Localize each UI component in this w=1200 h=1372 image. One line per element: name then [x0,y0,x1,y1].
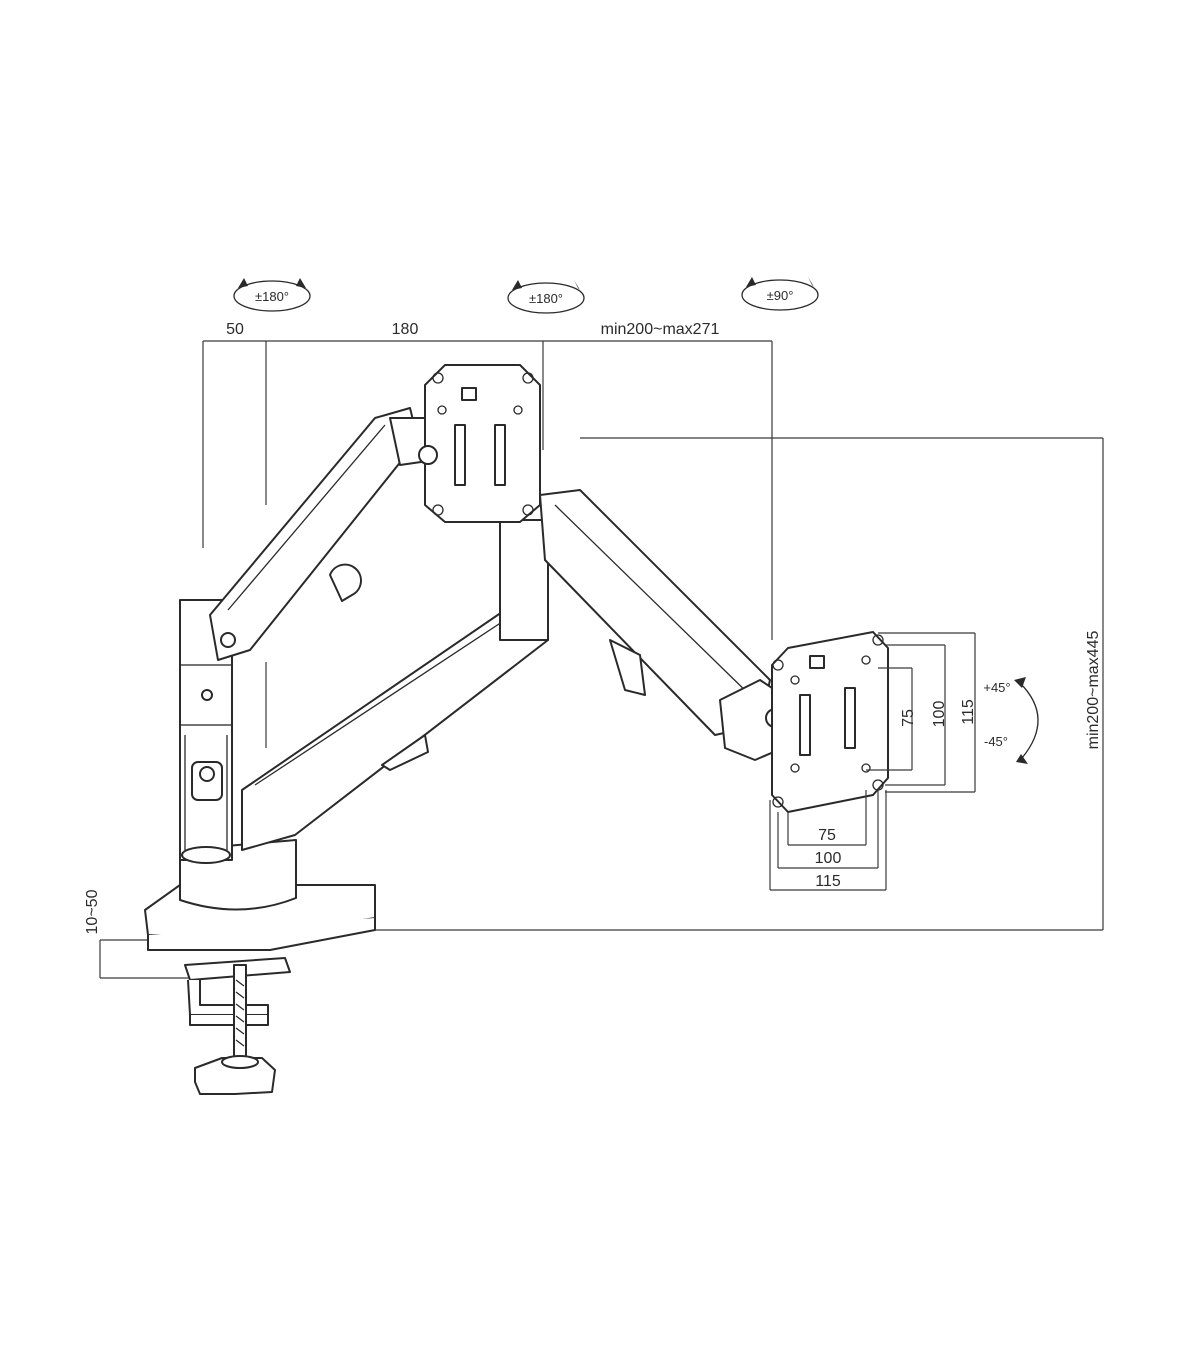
vesa-v-label-115: 115 [960,699,977,725]
rotation-label-head: ±90° [767,288,794,303]
vesa-v-label-75: 75 [900,709,917,727]
upper-arm-left [209,407,436,661]
rotation-indicator-arm: ±180° [507,280,585,314]
vesa-plate-right [771,631,889,813]
base-column [179,599,297,911]
tilt-indicator: +45° -45° [983,677,1039,764]
vesa-h-label-75: 75 [818,827,836,844]
dimension-label-180: 180 [392,321,419,338]
vesa-h-label-115: 115 [815,873,841,890]
dimension-label-clamp: 10~50 [84,889,101,934]
rotation-label-arm: ±180° [529,291,563,306]
dimension-label-arm-reach: min200~max271 [601,321,720,338]
upper-arm-right [539,489,791,761]
rotation-label-base: ±180° [255,289,289,304]
vesa-dimension-lines [769,632,976,891]
lower-arm [241,519,549,851]
tilt-label-down: -45° [984,734,1008,749]
rotation-indicator-head: ±90° [741,277,819,311]
tilt-label-up: +45° [983,680,1010,695]
height-dimension-lines [372,437,1104,931]
top-dimension-lines [202,340,773,748]
vesa-v-label-100: 100 [931,701,948,728]
vesa-plate-left [418,364,541,523]
dimension-label-50: 50 [226,321,244,338]
rotation-indicator-base: ±180° [233,278,311,312]
dimension-label-height: min200~max445 [1085,631,1102,750]
desk-clamp [144,884,376,1095]
vesa-h-label-100: 100 [815,850,842,867]
